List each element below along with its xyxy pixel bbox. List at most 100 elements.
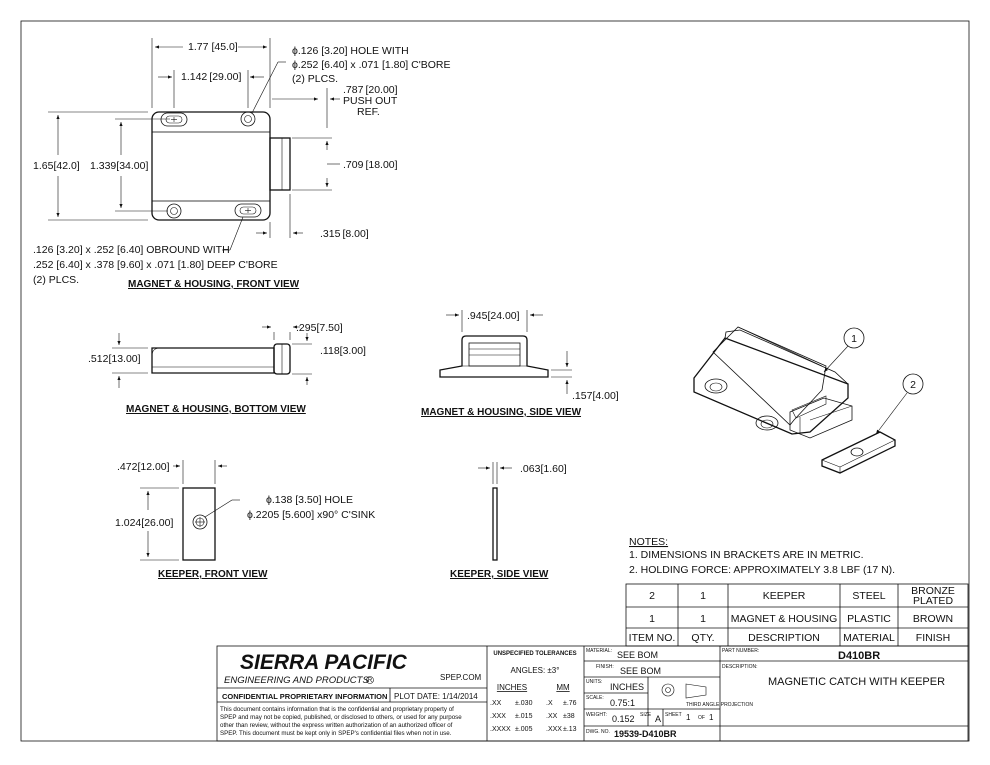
- of-value: 1: [709, 713, 714, 722]
- tol-mm-v-3: ±.13: [563, 726, 577, 733]
- keeper-dim-w-mm: 12.00: [140, 461, 166, 473]
- tol-heading: UNSPECIFIED TOLERANCES: [493, 651, 576, 657]
- dim-width: 1.77: [188, 41, 209, 53]
- tol-mm-v-1: ±.76: [563, 700, 577, 707]
- side-view: .945[24.00] .157[4.00] MAGNET & HOUSING,…: [421, 310, 619, 418]
- push-label-1: PUSH OUT: [343, 95, 398, 107]
- note-obround-1: .126 [3.20] x .252 [6.40] OBROUND WITH: [33, 244, 230, 256]
- dwg-number: 19539-D410BR: [614, 729, 677, 739]
- tol-in-v-1: ±.030: [515, 700, 533, 707]
- bom-desc-2: KEEPER: [763, 590, 806, 602]
- scale-label: SCALE:: [586, 695, 604, 701]
- weight-value: 0.152: [612, 714, 635, 724]
- finish-value: SEE BOM: [620, 666, 661, 676]
- bom-header-material: MATERIAL: [843, 632, 895, 644]
- bottom-dim-thick: .512: [88, 353, 109, 365]
- svg-text:1.77[45.0]: 1.77[45.0]: [188, 41, 238, 53]
- svg-text:1.024[26.00]: 1.024[26.00]: [115, 517, 173, 529]
- tol-in-l-2: .XXX: [490, 713, 506, 720]
- tol-in-v-3: ±.005: [515, 726, 533, 733]
- dim-depth-mm: 8.00: [345, 228, 366, 240]
- dim-magnet-mm: 18.00: [368, 159, 394, 171]
- svg-text:.945[24.00]: .945[24.00]: [467, 310, 520, 322]
- hole-top-right: [240, 111, 256, 127]
- svg-text:±.030: ±.030: [515, 700, 533, 707]
- note-obround-2: .252 [6.40] x .378 [9.60] x .071 [1.80] …: [33, 259, 278, 271]
- bom-header-qty: QTY.: [691, 632, 714, 644]
- disclaimer-4: SPEP. This document must be kept only in…: [220, 730, 452, 737]
- bottom-dim-a-mm: 7.50: [319, 322, 340, 334]
- notes: NOTES: 1. DIMENSIONS IN BRACKETS ARE IN …: [629, 536, 895, 576]
- callout-2: 2: [910, 379, 916, 391]
- bom-header-desc: DESCRIPTION: [748, 632, 820, 644]
- tol-in-l-3: .XXXX: [490, 726, 511, 733]
- obround-hole-bottom: [234, 203, 262, 218]
- bom-table: 2 1 KEEPER STEEL BRONZE PLATED 1 1 MAGNE…: [625, 583, 969, 647]
- dim-holes: 1.142: [181, 71, 207, 83]
- keeper-dim-w: .472: [117, 461, 138, 473]
- size-value: A: [655, 714, 661, 724]
- svg-text:±38: ±38: [563, 713, 575, 720]
- svg-text:1.65[42.0]: 1.65[42.0]: [33, 160, 80, 172]
- side-dim-h-mm: 4.00: [595, 390, 616, 402]
- dim-depth: .315: [320, 228, 341, 240]
- dwg-label: DWG. NO.: [586, 729, 610, 735]
- dim-push: .787: [343, 84, 364, 96]
- note-2: 2. HOLDING FORCE: APPROXIMATELY 3.8 LBF …: [629, 564, 895, 576]
- company-name: SIERRA PACIFIC: [240, 651, 408, 674]
- note-hole-2: ϕ.252 [6.40] x .071 [1.80] C'BORE: [292, 59, 450, 71]
- description-value: MAGNETIC CATCH WITH KEEPER: [768, 676, 945, 688]
- website: SPEP.COM: [440, 673, 482, 682]
- side-dim-w: .945: [467, 310, 488, 322]
- svg-text:±.015: ±.015: [515, 713, 533, 720]
- tol-mm-l-1: .X: [546, 700, 553, 707]
- note-hole-3: (2) PLCS.: [292, 73, 338, 85]
- bom-desc-1: MAGNET & HOUSING: [731, 613, 838, 625]
- obround-hole-top: [160, 112, 188, 127]
- keeper-hole: [192, 514, 208, 530]
- title-block: SIERRA PACIFIC ENGINEERING AND PRODUCTS …: [216, 645, 969, 742]
- tol-mm-v-2: ±38: [563, 713, 575, 720]
- bottom-dim-b: .118: [320, 345, 340, 357]
- svg-text:.XX: .XX: [490, 700, 502, 707]
- material-label: MATERIAL:: [586, 648, 612, 654]
- units-label: UNITS:: [586, 679, 602, 685]
- keeper-dim-t-mm: 1.60: [543, 463, 564, 475]
- note-1: 1. DIMENSIONS IN BRACKETS ARE IN METRIC.: [629, 549, 864, 561]
- disclaimer-1: This document contains information that …: [220, 706, 454, 713]
- tol-mm-l-2: .XX: [546, 713, 558, 720]
- front-view: 1.77[45.0] 1.142[29.00] ϕ.126 [3.20] HOL…: [33, 38, 450, 290]
- svg-text:±.13: ±.13: [563, 726, 577, 733]
- scale-value: 0.75:1: [610, 698, 635, 708]
- magnet-pushout: [269, 137, 291, 191]
- finish-label: FINISH:: [596, 664, 614, 670]
- bottom-view-title: MAGNET & HOUSING, BOTTOM VIEW: [126, 404, 306, 415]
- sheet-value: 1: [686, 713, 691, 722]
- disclaimer-2: SPEP and may not be copied, published, o…: [220, 714, 462, 721]
- keeper-side-view: .063[1.60] KEEPER, SIDE VIEW: [450, 462, 567, 580]
- svg-text:.XXX: .XXX: [546, 726, 562, 733]
- keeper-front-title: KEEPER, FRONT VIEW: [158, 569, 268, 580]
- dim-magnet: .709: [343, 159, 364, 171]
- confidential-label: CONFIDENTIAL PROPRIETARY INFORMATION: [222, 692, 387, 701]
- bom-header-finish: FINISH: [916, 632, 950, 644]
- housing-inner: [151, 131, 271, 202]
- notes-heading: NOTES:: [629, 536, 668, 548]
- bom-qty-2: 1: [700, 590, 706, 602]
- dim-width-mm: 45.0: [214, 41, 235, 53]
- units-value: INCHES: [610, 682, 644, 692]
- plot-date: PLOT DATE: 1/14/2014: [394, 692, 478, 701]
- desc-label: DESCRIPTION:: [722, 664, 758, 670]
- tol-mm: MM: [556, 683, 570, 692]
- registered-mark: R: [368, 678, 373, 684]
- keeper-dim-t: .063: [520, 463, 541, 475]
- keeper-note-2: ϕ.2205 [5.600] x90° C'SINK: [247, 509, 375, 521]
- side-view-title: MAGNET & HOUSING, SIDE VIEW: [421, 407, 582, 418]
- note-hole-1: ϕ.126 [3.20] HOLE WITH: [292, 45, 409, 57]
- tol-inches: INCHES: [497, 683, 527, 692]
- bom-material-2: STEEL: [852, 590, 885, 602]
- dim-height2-mm: 34.00: [119, 160, 145, 172]
- svg-text:.118[3.00]: .118[3.00]: [320, 345, 366, 357]
- company-sub: ENGINEERING AND PRODUCTS: [224, 675, 369, 686]
- part-label: PART NUMBER:: [722, 648, 759, 654]
